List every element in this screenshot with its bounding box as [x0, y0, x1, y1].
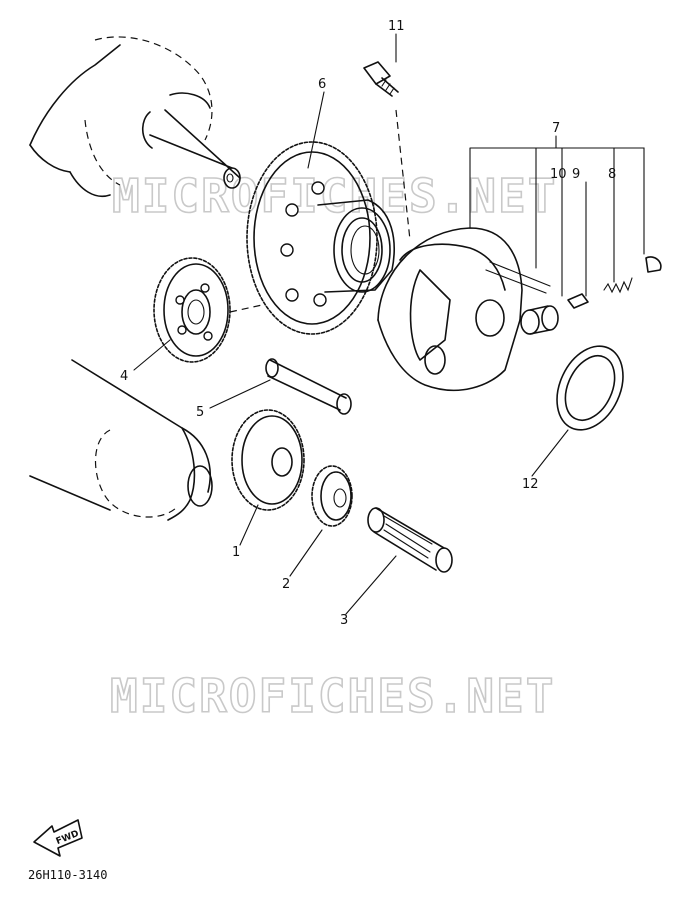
label-part-9: 9 [572, 167, 580, 182]
fwd-arrow-icon: FWD [33, 819, 83, 857]
leader-lines [133, 33, 645, 615]
part-2-small-gear [311, 465, 353, 527]
label-part-7: 7 [552, 121, 560, 136]
part-6-large-gear [246, 141, 395, 335]
part-9-pin [567, 293, 589, 309]
part-5-shaft [265, 358, 352, 415]
part-4-idler-gear [153, 257, 231, 363]
label-part-11: 11 [388, 19, 405, 34]
part-3-splined-shaft [367, 507, 453, 573]
part-8-spring [603, 256, 662, 294]
label-part-4: 4 [120, 369, 128, 384]
label-part-12: 12 [522, 477, 539, 492]
crankshaft-drawing [29, 36, 241, 197]
watermark-top: MICROFICHES.NET [112, 169, 557, 223]
watermark-middle: MICROFICHES.NET [110, 669, 555, 723]
label-part-5: 5 [196, 405, 204, 420]
label-part-6: 6 [318, 77, 326, 92]
part-12-washer [556, 345, 624, 431]
part-10-roller [520, 305, 559, 335]
label-part-10: 10 [550, 167, 567, 182]
starter-clutch-body [377, 227, 551, 392]
label-part-1: 1 [232, 545, 240, 560]
drawing-code: 26H110-3140 [28, 868, 108, 882]
part-11-bolt [363, 61, 399, 97]
label-part-2: 2 [282, 577, 290, 592]
part-1-gear [231, 409, 305, 511]
label-part-8: 8 [608, 167, 616, 182]
starter-motor-body [29, 359, 213, 521]
label-part-3: 3 [340, 613, 348, 628]
